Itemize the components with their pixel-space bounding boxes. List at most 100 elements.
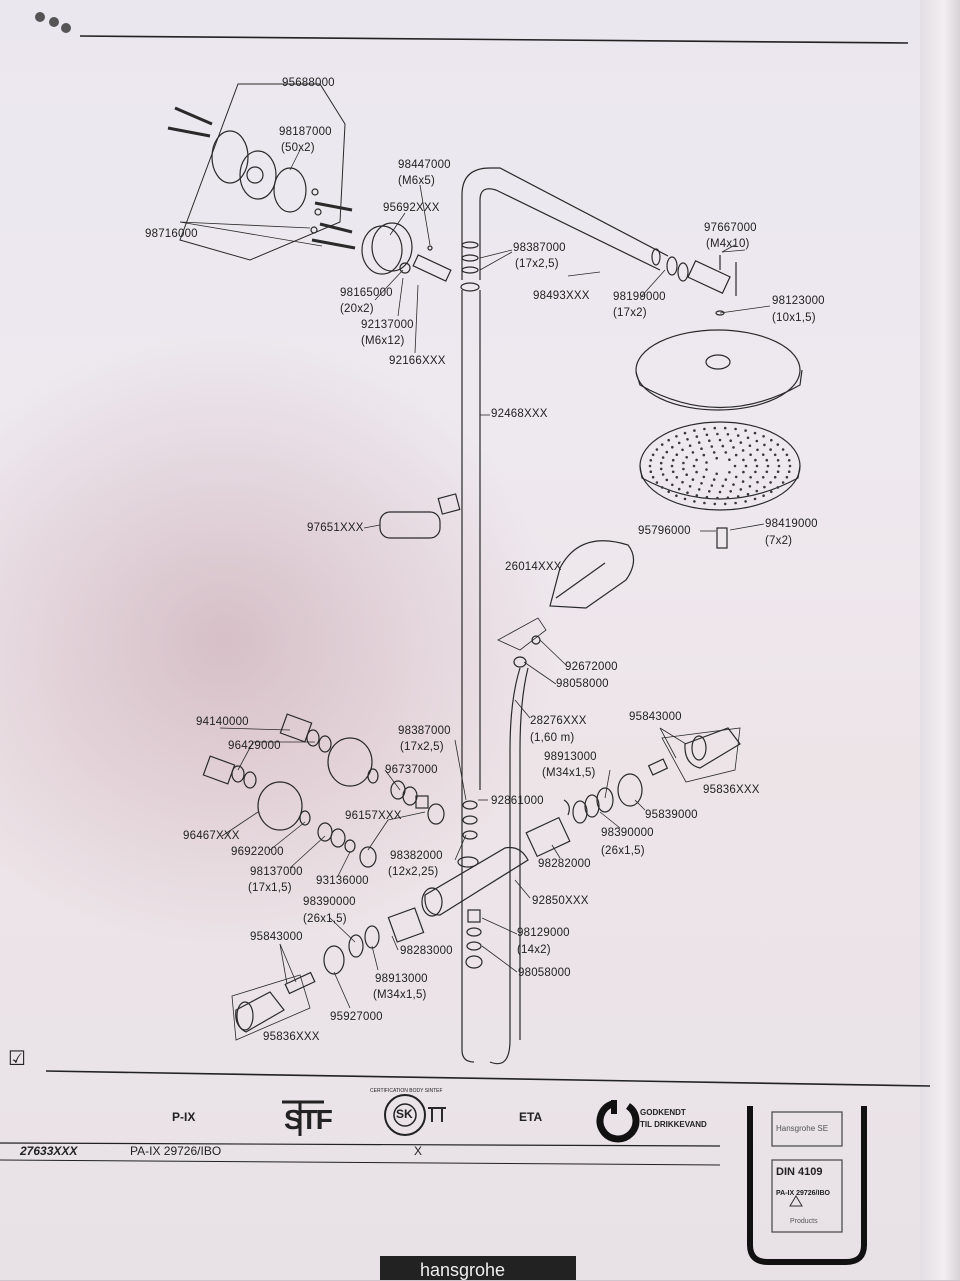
page-edge	[920, 0, 960, 1280]
nozzle-dot	[787, 459, 791, 462]
approval-number: PA-IX 29726/IBO	[130, 1144, 222, 1158]
part-label: 98282000	[538, 858, 591, 870]
brand-logo: hansgrohe	[420, 1260, 506, 1280]
nozzle-dot	[734, 427, 737, 431]
nozzle-dot	[733, 464, 737, 468]
part-label: 98913000	[375, 973, 428, 985]
godkendt-line1: GODKENDT	[640, 1108, 686, 1117]
nozzle-dot	[649, 459, 653, 462]
nozzle-dot	[773, 475, 777, 479]
nozzle-dot	[710, 445, 714, 448]
slider-97651	[363, 493, 461, 539]
header-dots	[35, 12, 71, 33]
nozzle-dot	[648, 464, 652, 468]
badge-company: Hansgrohe SE	[776, 1124, 829, 1133]
part-label: (1,60 m)	[530, 732, 575, 744]
nozzle-dot	[744, 464, 748, 468]
nozzle-dot	[787, 470, 791, 474]
part-label: 95796000	[638, 525, 691, 537]
nozzle-dot	[683, 431, 687, 435]
part-label: 92137000	[361, 319, 414, 331]
part-label: 28276XXX	[530, 715, 587, 727]
nozzle-dot	[677, 487, 681, 491]
nozzle-dot	[755, 489, 759, 493]
knob-95692	[361, 222, 452, 282]
riser-pipe	[460, 167, 737, 1063]
nozzle-dot	[754, 458, 757, 462]
nozzle-dot	[712, 451, 716, 454]
nozzle-dot	[734, 475, 738, 479]
water-drop-logo	[596, 1100, 640, 1143]
nozzle-dot	[726, 496, 730, 500]
nozzle-dot	[671, 458, 675, 462]
nozzle-dot	[661, 473, 665, 476]
nozzle-dot	[702, 475, 706, 479]
diverter-plate-assembly	[167, 83, 356, 261]
cert-pix: P-IX	[172, 1110, 196, 1124]
part-label: 98390000	[601, 827, 654, 839]
part-label: (12x2,25)	[388, 866, 439, 878]
part-label: (M34x1,5)	[373, 989, 427, 1001]
nozzle-dot	[713, 426, 717, 430]
nozzle-dot	[703, 427, 706, 431]
nozzle-dot	[729, 490, 732, 493]
part-label: 98913000	[544, 751, 597, 763]
nozzle-dot	[660, 443, 664, 446]
nozzle-dot	[756, 448, 759, 452]
nozzle-dot	[675, 453, 679, 457]
hose-connector	[465, 909, 518, 973]
nozzle-dot	[705, 461, 708, 464]
nozzle-dot	[748, 485, 752, 488]
nozzle-dot	[705, 433, 709, 437]
nozzle-dot	[671, 483, 674, 487]
nozzle-dot	[753, 497, 757, 501]
nozzle-dot	[718, 438, 722, 442]
nozzle-dot	[776, 470, 780, 474]
overhead-shower	[635, 310, 803, 511]
footer-rule-low	[0, 1159, 721, 1166]
nozzle-dot	[742, 458, 745, 462]
nozzle-dot	[788, 464, 792, 468]
nozzle-dot	[660, 486, 664, 489]
badge-products: Products	[790, 1218, 818, 1225]
nozzle-dot	[705, 468, 708, 471]
nozzle-dot	[659, 461, 663, 465]
nozzle-dot	[700, 482, 703, 485]
nozzle-dot	[721, 484, 725, 488]
nozzle-dot	[659, 467, 663, 471]
nozzle-dot	[755, 439, 759, 443]
nozzle-dot	[785, 453, 789, 457]
approval-x-mark: X	[414, 1144, 423, 1158]
part-label: 98283000	[400, 945, 453, 957]
part-label: (10x1,5)	[772, 312, 816, 324]
part-label: 95836XXX	[263, 1031, 320, 1043]
nozzle-dot	[746, 492, 750, 496]
badge-din: DIN 4109	[776, 1166, 823, 1178]
nozzle-dot	[651, 475, 655, 479]
part-label: 96922000	[231, 846, 284, 858]
nozzle-dot	[695, 470, 698, 474]
badge-pa: PA-IX 29726/IBO	[776, 1190, 830, 1197]
nozzle-dot	[716, 496, 719, 500]
nozzle-dot	[681, 448, 684, 452]
nozzle-dot	[744, 500, 747, 503]
nozzle-dot	[665, 450, 669, 454]
godkendt-line2: TIL DRIKKEVAND	[640, 1120, 707, 1129]
nozzle-dot	[667, 490, 670, 494]
nozzle-dot	[723, 426, 727, 430]
nozzle-dot	[781, 481, 785, 484]
nozzle-dot	[705, 495, 709, 499]
nozzle-dot	[734, 453, 738, 457]
part-label: 95836XXX	[703, 784, 760, 796]
nozzle-dot	[761, 453, 765, 457]
part-label: 96737000	[385, 764, 438, 776]
nozzle-dot	[744, 429, 747, 432]
part-label: 93136000	[316, 875, 369, 887]
part-label: 92850XXX	[532, 895, 589, 907]
nozzle-dot	[765, 458, 769, 462]
nozzle-dot	[682, 467, 685, 471]
part-label: (26x1,5)	[601, 845, 645, 857]
part-label: 98123000	[772, 295, 825, 307]
nozzle-dot	[695, 458, 698, 462]
part-label: (26x1,5)	[303, 913, 347, 925]
